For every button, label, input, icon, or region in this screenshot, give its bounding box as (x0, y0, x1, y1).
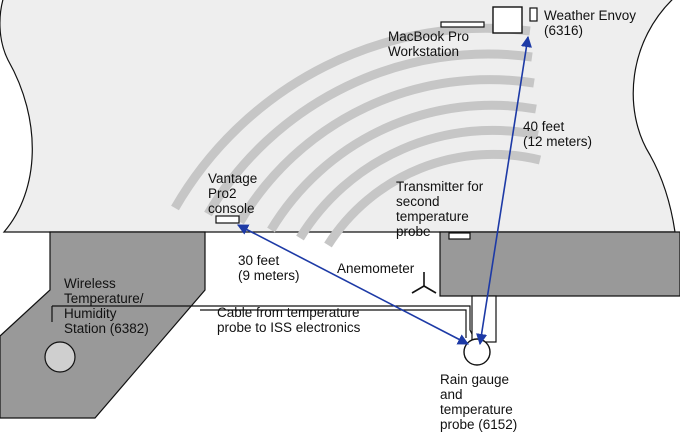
macbook-pro-workstation (440, 21, 485, 28)
distance-40-feet-label: 40 feet (12 meters) (523, 119, 593, 149)
rain-gauge (463, 338, 491, 366)
wireless-station-label: Wireless Temperature/ Humidity Station (… (64, 276, 149, 336)
vantage-pro2-console (215, 215, 240, 224)
vantage-console-label: Vantage Pro2 console (208, 171, 258, 216)
right-deck (439, 231, 680, 297)
arrow-console-to-rain-gauge (237, 224, 469, 345)
weather-envoy-box (492, 6, 523, 34)
weather-envoy-label: Weather Envoy (6316) (544, 8, 637, 38)
anemometer-label: Anemometer (337, 261, 415, 276)
transmitter-label: Transmitter for second temperature probe (396, 179, 484, 239)
weather-envoy-antenna (529, 7, 538, 22)
range-arc-1 (171, 23, 531, 211)
rain-gauge-label: Rain gauge and temperature probe (6152) (440, 372, 518, 432)
arrow-envoy-to-rain-gauge (476, 35, 532, 346)
cable-label: Cable from temperature probe to ISS elec… (217, 305, 361, 335)
anemometer-icon (411, 272, 437, 294)
macbook-label: MacBook Pro Workstation (388, 29, 470, 59)
wireless-temp-humidity-station (44, 341, 76, 373)
left-patio (0, 231, 206, 419)
distance-30-feet-label: 30 feet (9 meters) (238, 253, 300, 283)
